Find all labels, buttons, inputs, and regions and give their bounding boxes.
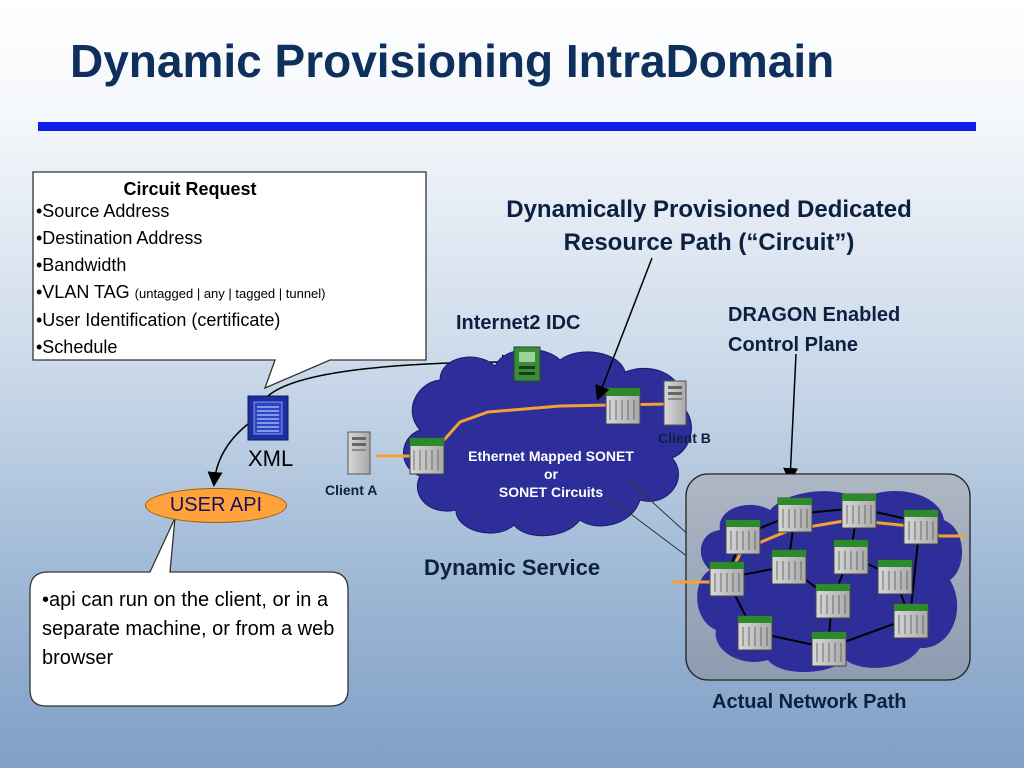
list-item: •Bandwidth xyxy=(36,255,127,275)
dynamic-service-cloud xyxy=(403,349,692,537)
dragon-pointer-line xyxy=(783,353,799,483)
cloud-label: Ethernet Mapped SONET or SONET Circuits xyxy=(446,447,656,501)
list-item: •Destination Address xyxy=(36,228,203,248)
page-title: Dynamic Provisioning IntraDomain xyxy=(70,35,835,87)
xml-to-api-arrow xyxy=(207,423,249,487)
circuit-request-heading: Circuit Request xyxy=(123,179,257,199)
cloud-line2: or xyxy=(544,466,558,482)
circuit-title-line2: Resource Path (“Circuit”) xyxy=(563,229,855,256)
dragon-label: DRAGON Enabled Control Plane xyxy=(728,300,900,360)
inset-switches xyxy=(709,493,939,667)
zoom-line-bottom xyxy=(611,499,693,561)
circuit-pointer-line xyxy=(595,257,653,401)
cloud-switch-right xyxy=(605,387,641,425)
cloud-switch-left xyxy=(409,437,445,475)
dragon-line2: Control Plane xyxy=(728,334,859,356)
list-item: •Schedule xyxy=(36,337,118,357)
circuit-title: Dynamically Provisioned Dedicated Resour… xyxy=(462,193,956,259)
dragon-line1: DRAGON Enabled xyxy=(728,304,901,326)
client-a-label: Client A xyxy=(325,482,378,498)
list-item: •Source Address xyxy=(36,201,170,221)
dynamic-service-label: Dynamic Service xyxy=(424,555,601,580)
list-item: •User Identification (certificate) xyxy=(36,310,281,330)
user-api-node: USER API xyxy=(145,488,287,523)
xml-document-icon xyxy=(247,395,289,441)
client-b-server-icon xyxy=(663,380,687,426)
api-note-text: •api can run on the client, or in a sepa… xyxy=(42,589,335,669)
api-note-callout xyxy=(29,517,349,707)
actual-path-label: Actual Network Path xyxy=(712,691,907,713)
cloud-line1: Ethernet Mapped SONET xyxy=(468,448,634,464)
title-rule xyxy=(38,122,976,131)
circuit-request-list: Circuit Request •Source Address •Destina… xyxy=(36,180,424,361)
cloud-line3: SONET Circuits xyxy=(498,484,604,500)
idc-label: Internet2 IDC xyxy=(456,312,581,334)
circuit-request-callout xyxy=(32,171,427,390)
xml-label: XML xyxy=(248,446,294,471)
circuit-title-line1: Dynamically Provisioned Dedicated xyxy=(506,196,912,223)
client-b-label: Client B xyxy=(658,430,711,446)
list-item: •VLAN TAG (untagged | any | tagged | tun… xyxy=(36,282,326,302)
client-a-server-icon xyxy=(347,431,371,475)
idc-server-icon xyxy=(513,346,541,382)
